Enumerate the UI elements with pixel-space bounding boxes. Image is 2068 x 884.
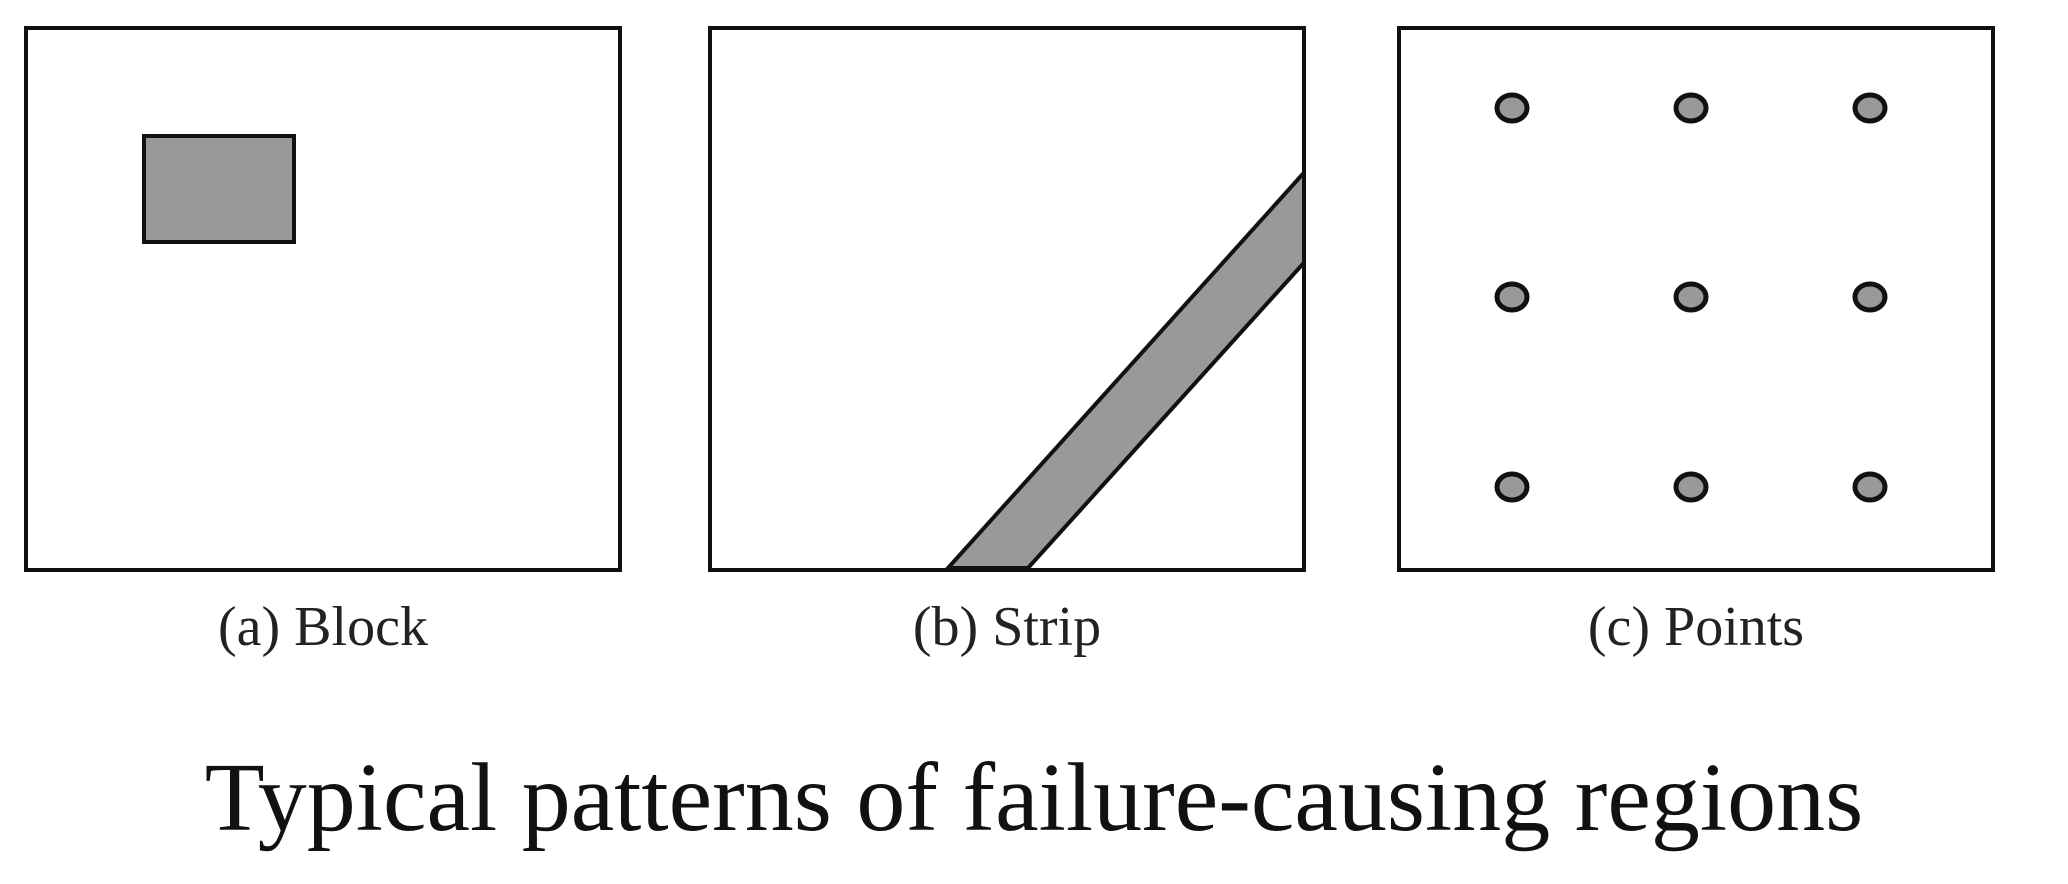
strip-region (945, 171, 1302, 568)
point-region (1673, 281, 1709, 313)
caption-block: (a) Block (218, 596, 428, 658)
strip-diagram (945, 171, 1302, 568)
panel-strip (708, 26, 1306, 572)
caption-strip: (b) Strip (912, 596, 1102, 658)
points-diagram (1494, 92, 1888, 503)
figure-title: Typical patterns of failure-causing regi… (204, 744, 1864, 852)
point-region (1494, 471, 1530, 503)
point-region (1673, 471, 1709, 503)
point-region (1852, 471, 1888, 503)
point-region (1673, 92, 1709, 124)
point-region (1494, 92, 1530, 124)
points-group (1494, 92, 1888, 503)
panel-points (1397, 26, 1995, 572)
panel-block (24, 26, 622, 572)
block-region (142, 134, 296, 244)
point-region (1852, 281, 1888, 313)
point-region (1494, 281, 1530, 313)
caption-points: (c) Points (1587, 596, 1805, 658)
block-diagram (142, 134, 296, 244)
point-region (1852, 92, 1888, 124)
